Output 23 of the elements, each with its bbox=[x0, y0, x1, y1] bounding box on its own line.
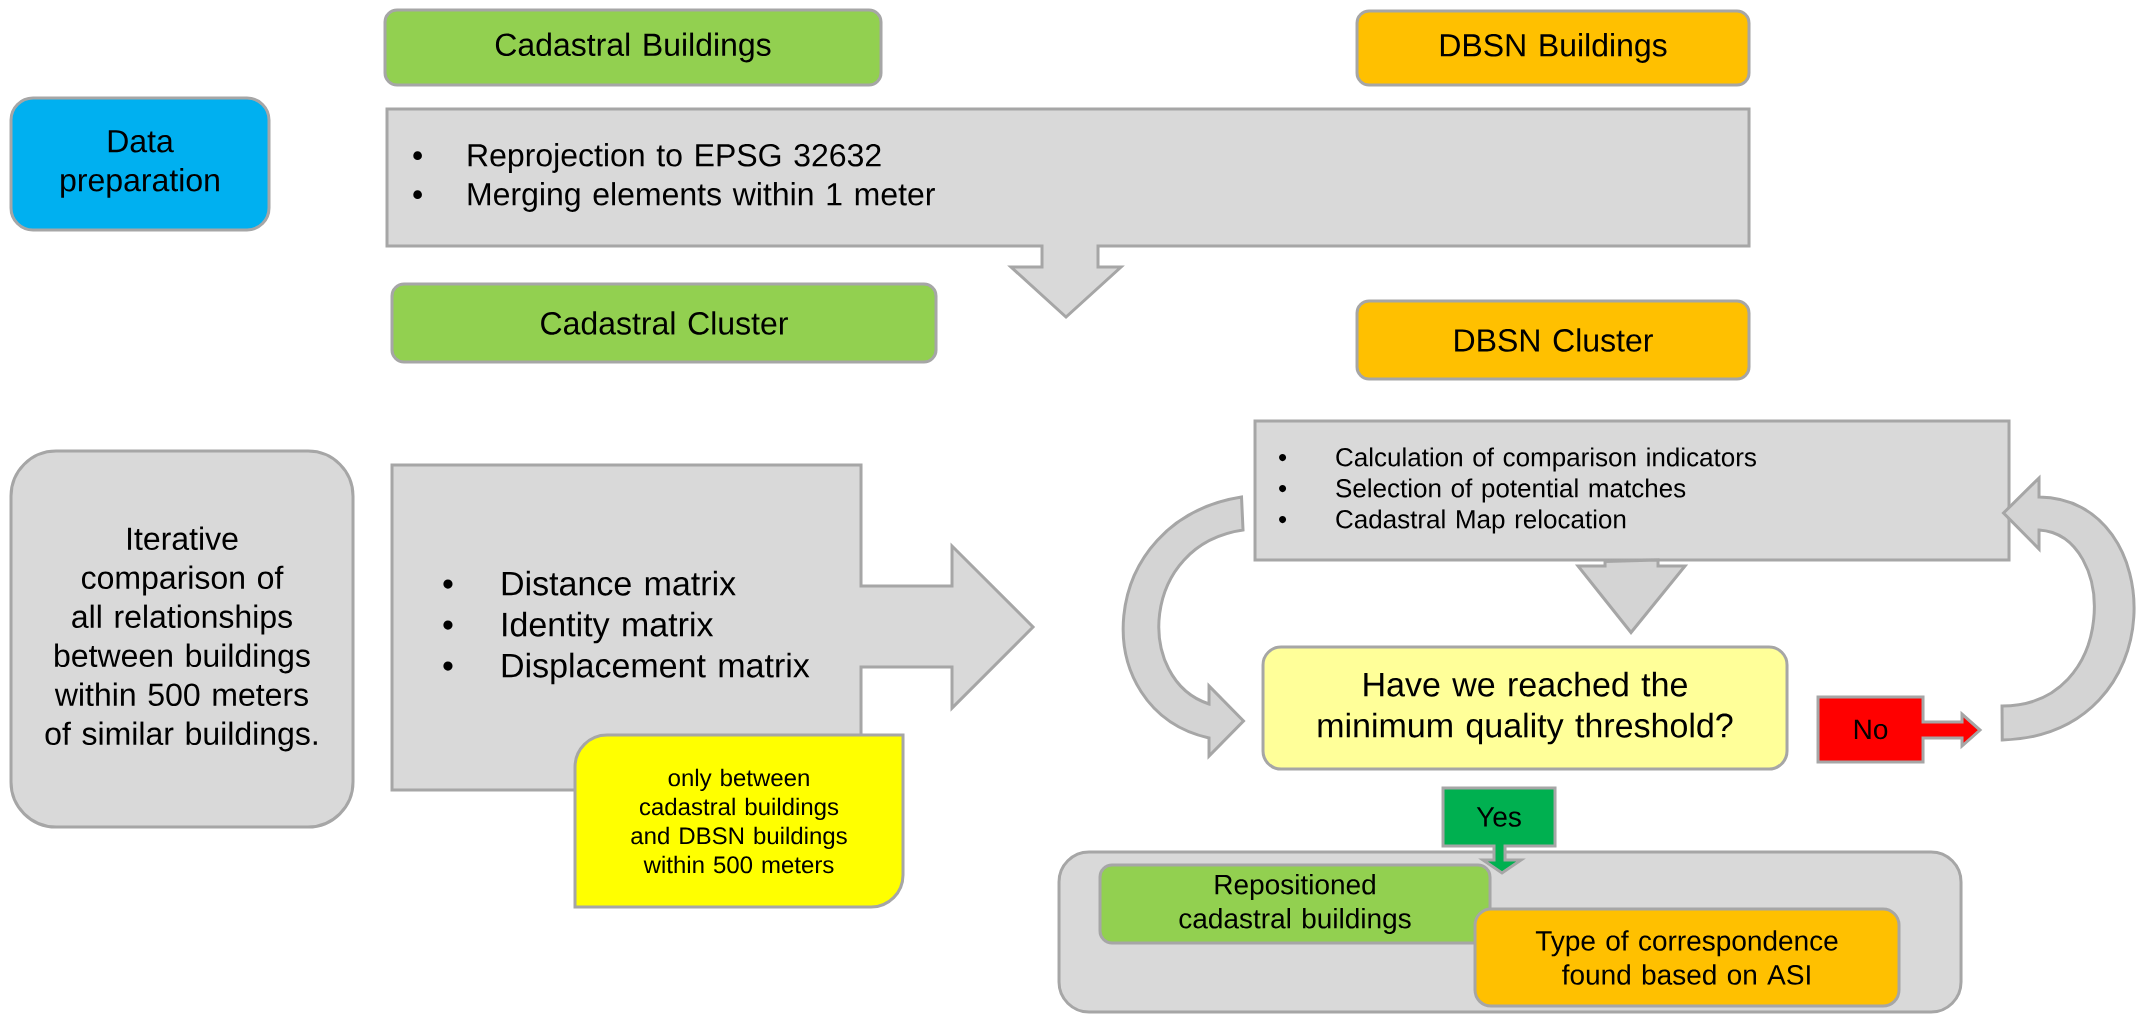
result-box: Repositioned cadastral buildings bbox=[1098, 863, 1492, 945]
arrow-callout: No bbox=[1816, 695, 1983, 764]
bullet: • bbox=[1279, 485, 1287, 493]
bullet: • bbox=[1279, 516, 1287, 524]
process-box: Cadastral Cluster bbox=[390, 282, 938, 364]
note-box: only between cadastral buildings and DBSN buildings within 500 meters bbox=[573, 733, 905, 909]
bullet: • bbox=[413, 151, 422, 160]
decision-box: Have we reached the minimum quality threshold? bbox=[1261, 645, 1789, 771]
bullet: • bbox=[443, 620, 453, 630]
process-box: DBSN Cluster bbox=[1355, 299, 1751, 381]
bullet: • bbox=[413, 190, 422, 199]
bullet: • bbox=[1279, 454, 1287, 462]
result-box: Type of correspondence found based on ASI bbox=[1473, 907, 1901, 1008]
bullet: • bbox=[443, 579, 453, 589]
block-arrow bbox=[2000, 476, 2136, 742]
process-box: DBSN Buildings bbox=[1355, 9, 1751, 87]
bullet: • bbox=[443, 661, 453, 671]
block-arrow bbox=[1574, 558, 1689, 635]
process-box: • Calculation of comparison indicators • Selection of potential matches • Cadastral Map relocation bbox=[1253, 419, 2011, 562]
stage-box: Iterative comparison of all relationships between buildings within 500 meters of similar buildings. bbox=[9, 449, 355, 829]
process-box: Cadastral Buildings bbox=[383, 8, 883, 87]
stage-box: Data preparation bbox=[9, 96, 271, 232]
arrow-callout: Yes bbox=[1441, 786, 1557, 875]
